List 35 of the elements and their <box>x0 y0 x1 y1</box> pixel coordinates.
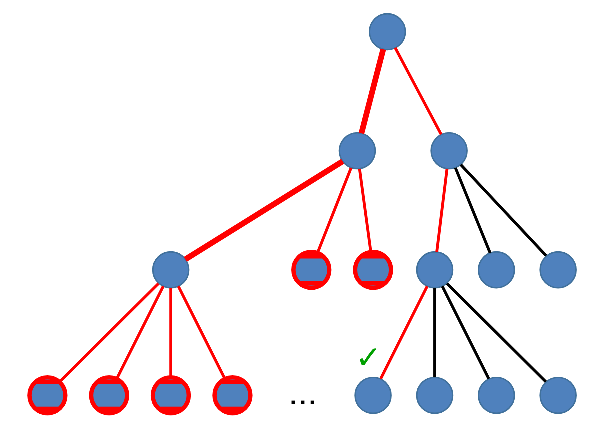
node-cross <box>212 376 252 416</box>
label: ... <box>288 374 317 412</box>
node-circle <box>478 376 515 414</box>
connector <box>454 168 492 254</box>
connector <box>394 47 442 136</box>
node-cross <box>291 250 332 290</box>
node-circle <box>416 376 454 414</box>
connector <box>440 286 490 380</box>
connector <box>446 282 547 383</box>
node-cross <box>88 376 129 416</box>
connector <box>184 159 344 262</box>
connector <box>459 164 547 257</box>
node-label: ✓ <box>354 339 382 376</box>
node-circle <box>430 132 468 170</box>
connector <box>176 286 226 380</box>
connector <box>435 168 448 252</box>
connector <box>115 286 164 380</box>
connector <box>358 48 386 134</box>
connector <box>316 168 352 254</box>
node-cross <box>150 376 191 416</box>
node-circle <box>539 376 576 414</box>
connector <box>379 286 428 380</box>
node-circle <box>152 251 190 289</box>
node-circle <box>539 251 576 289</box>
node-circle <box>338 132 376 170</box>
node-circle <box>478 251 515 289</box>
node-cross <box>27 376 68 416</box>
node-circle <box>368 13 406 51</box>
connector <box>433 288 436 378</box>
connector <box>358 168 372 252</box>
node-circle <box>416 251 454 289</box>
connector <box>58 282 160 383</box>
node-circle <box>354 376 392 414</box>
node-cross <box>352 250 393 290</box>
connector <box>169 288 172 378</box>
